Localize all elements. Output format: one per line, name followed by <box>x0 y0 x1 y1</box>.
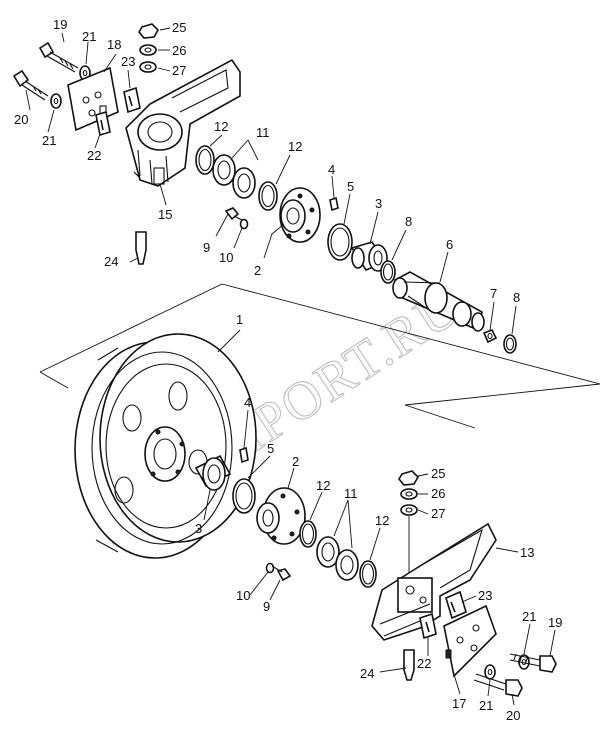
washer-21-lower-b <box>484 664 496 680</box>
pin-24-upper <box>135 231 147 265</box>
bolt-9-lower <box>271 565 292 582</box>
callout-18: 18 <box>107 37 121 52</box>
o-ring-5-upper <box>327 223 353 261</box>
callout-12-lower-a: 12 <box>316 478 330 493</box>
bolt-19-lower <box>509 653 557 673</box>
callout-22-lower: 22 <box>417 656 431 671</box>
callout-24-lower: 24 <box>360 666 374 681</box>
callout-20-upper: 20 <box>14 112 28 127</box>
callout-21-lower-b: 21 <box>479 698 493 713</box>
callout-11-lower: 11 <box>344 486 358 501</box>
callout-26-lower: 26 <box>431 486 445 501</box>
nut-25-lower <box>398 470 419 486</box>
callout-4-upper: 4 <box>328 162 335 177</box>
leader-lines <box>25 27 556 706</box>
callout-labels: 19 21 18 23 25 26 27 20 21 22 15 12 11 1… <box>14 17 562 723</box>
shim-23-upper <box>123 86 141 114</box>
callout-12-upper-a: 12 <box>214 119 228 134</box>
callout-21-upper-b: 21 <box>42 133 56 148</box>
callout-7: 7 <box>490 286 497 301</box>
shim-22-lower <box>419 612 437 640</box>
callout-10-lower: 10 <box>236 588 250 603</box>
callout-21-upper-a: 21 <box>82 29 96 44</box>
callout-2-upper: 2 <box>254 263 261 278</box>
callout-13: 13 <box>520 545 534 560</box>
callout-12-lower-b: 12 <box>375 513 389 528</box>
callout-2-lower: 2 <box>292 454 299 469</box>
o-ring-8-b <box>503 334 517 354</box>
callout-8-b: 8 <box>513 290 520 305</box>
support-15 <box>125 58 241 187</box>
callout-9-lower: 9 <box>263 599 270 614</box>
pin-4-upper <box>329 196 339 212</box>
callout-9-upper: 9 <box>203 240 210 255</box>
callout-15: 15 <box>158 207 172 222</box>
callout-21-lower-a: 21 <box>522 609 536 624</box>
callout-6: 6 <box>446 237 453 252</box>
floating-seal-11-upper <box>212 154 256 199</box>
pin-4-lower <box>239 446 249 464</box>
callout-3-upper: 3 <box>375 196 382 211</box>
support-13 <box>371 522 497 641</box>
callout-5-upper: 5 <box>347 179 354 194</box>
plug-7 <box>482 328 498 344</box>
callout-8-a: 8 <box>405 214 412 229</box>
bolt-20-upper <box>12 69 49 101</box>
washer-26-lower <box>400 488 418 500</box>
assembly-plane-outline <box>39 283 601 429</box>
callout-19-lower: 19 <box>548 615 562 630</box>
washer-10-upper <box>239 218 249 230</box>
washer-26-upper <box>139 44 157 56</box>
callout-5-lower: 5 <box>267 441 274 456</box>
washer-10-lower <box>265 562 275 574</box>
callout-27-lower: 27 <box>431 506 445 521</box>
shaft-6 <box>392 271 485 332</box>
callout-17: 17 <box>452 696 466 711</box>
pin-24-lower <box>403 649 415 681</box>
washer-27-upper <box>139 61 157 73</box>
callout-26-upper: 26 <box>172 43 186 58</box>
idler-wheel-1 <box>74 333 257 559</box>
callout-12-upper-b: 12 <box>288 139 302 154</box>
callout-1: 1 <box>236 312 243 327</box>
bolt-20-lower <box>473 673 523 697</box>
plate-17 <box>443 604 497 678</box>
callout-11-upper: 11 <box>256 125 270 140</box>
floating-seal-11-lower <box>316 536 359 581</box>
callout-20-lower: 20 <box>506 708 520 723</box>
callout-3-lower: 3 <box>195 521 202 536</box>
callout-19-upper: 19 <box>53 17 67 32</box>
collar-2-lower <box>256 487 306 545</box>
bushing-3-lower <box>194 454 232 491</box>
washer-27-lower <box>400 504 418 516</box>
callout-23-lower: 23 <box>478 588 492 603</box>
callout-22-upper: 22 <box>87 148 101 163</box>
bolt-19-upper <box>38 41 79 73</box>
callout-25-upper: 25 <box>172 20 186 35</box>
callout-27-upper: 27 <box>172 63 186 78</box>
callout-23-upper: 23 <box>121 54 135 69</box>
nut-25-upper <box>138 23 159 39</box>
collar-2-upper <box>279 187 321 243</box>
callout-25-lower: 25 <box>431 466 445 481</box>
plate-18 <box>67 66 119 132</box>
callout-24-upper: 24 <box>104 254 118 269</box>
callout-4-lower: 4 <box>244 395 251 410</box>
shim-22-upper <box>95 110 111 137</box>
washer-21-upper-b <box>50 93 62 109</box>
shim-23-lower <box>445 590 467 620</box>
callout-10-upper: 10 <box>219 250 233 265</box>
